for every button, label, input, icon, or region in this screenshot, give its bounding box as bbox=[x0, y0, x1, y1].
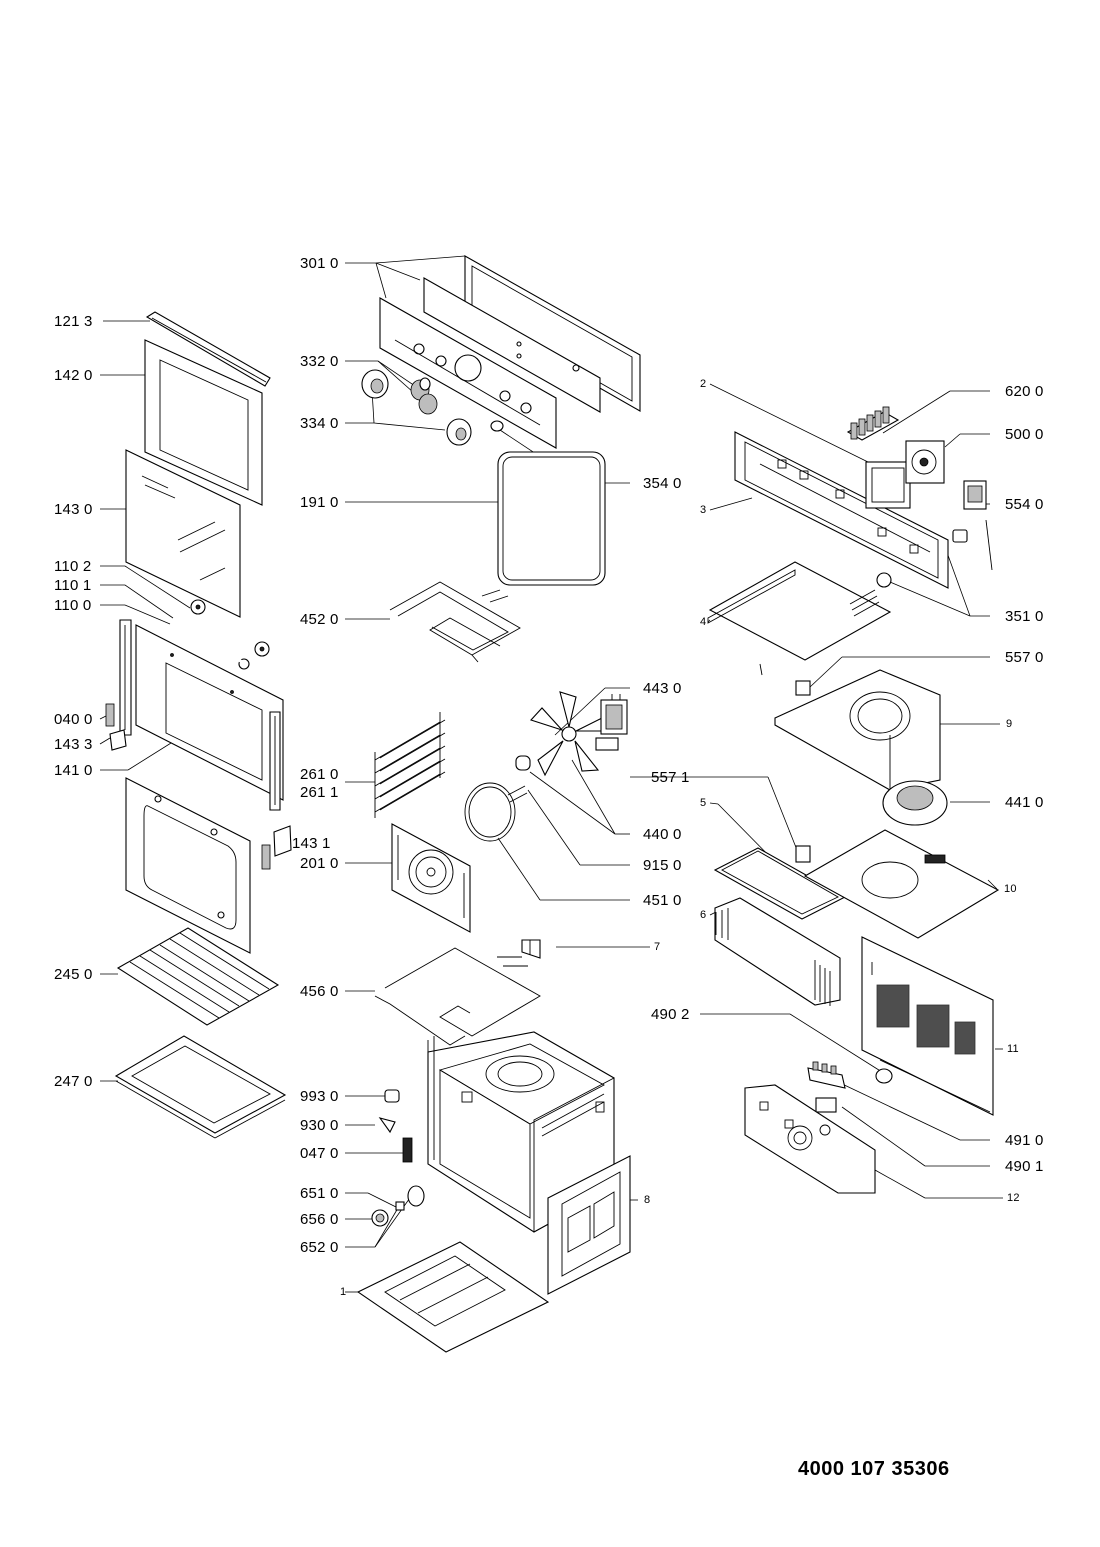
callout-2450: 245 0 bbox=[54, 966, 93, 983]
callout-1101: 110 1 bbox=[54, 577, 92, 594]
callout-4901: 490 1 bbox=[1005, 1158, 1044, 1175]
document-number: 4000 107 35306 bbox=[798, 1458, 950, 1480]
callout-6560: 656 0 bbox=[300, 1211, 339, 1228]
door-assembly bbox=[105, 311, 292, 1139]
callout-0470: 047 0 bbox=[300, 1145, 339, 1162]
callout-9300: 930 0 bbox=[300, 1117, 339, 1134]
callout-1410: 141 0 bbox=[54, 762, 93, 779]
electronics-assembly bbox=[707, 406, 1000, 1194]
callout-3340: 334 0 bbox=[300, 415, 339, 432]
callout-1431: 143 1 bbox=[292, 835, 331, 852]
fan-grill bbox=[876, 984, 976, 1055]
assembly-number-5: 5 bbox=[700, 797, 707, 809]
callout-3320: 332 0 bbox=[300, 353, 339, 370]
callout-4400: 440 0 bbox=[643, 826, 682, 843]
assembly-number-3: 3 bbox=[700, 504, 707, 516]
callout-1910: 191 0 bbox=[300, 494, 339, 511]
callout-4510: 451 0 bbox=[643, 892, 682, 909]
callout-4430: 443 0 bbox=[643, 680, 682, 697]
callout-9930: 993 0 bbox=[300, 1088, 339, 1105]
control-panel-assembly bbox=[361, 255, 641, 586]
callout-1102: 110 2 bbox=[54, 558, 92, 575]
callout-1433: 143 3 bbox=[54, 736, 93, 753]
callout-4902: 490 2 bbox=[651, 1006, 690, 1023]
assembly-number-8: 8 bbox=[644, 1194, 651, 1206]
assembly-number-10: 10 bbox=[1004, 883, 1017, 895]
callout-4560: 456 0 bbox=[300, 983, 339, 1000]
fan-blade bbox=[530, 691, 611, 777]
callout-4410: 441 0 bbox=[1005, 794, 1044, 811]
callout-1420: 142 0 bbox=[54, 367, 93, 384]
assembly-number-1: 1 bbox=[340, 1286, 347, 1298]
assembly-number-7: 7 bbox=[654, 941, 661, 953]
callout-2470: 247 0 bbox=[54, 1073, 93, 1090]
callout-9150: 915 0 bbox=[643, 857, 682, 874]
callout-2611: 261 1 bbox=[300, 784, 339, 801]
assembly-number-4: 4 bbox=[700, 616, 707, 628]
callout-2010: 201 0 bbox=[300, 855, 339, 872]
shelf-support bbox=[374, 712, 446, 818]
callout-3510: 351 0 bbox=[1005, 608, 1044, 625]
assembly-number-2: 2 bbox=[700, 378, 707, 390]
terminal-block bbox=[846, 406, 900, 441]
assembly-number-12: 12 bbox=[1007, 1192, 1020, 1204]
callout-5570: 557 0 bbox=[1005, 649, 1044, 666]
callout-6520: 652 0 bbox=[300, 1239, 339, 1256]
callout-1100: 110 0 bbox=[54, 597, 92, 614]
oven-cavity bbox=[356, 1031, 631, 1353]
callout-3010: 301 0 bbox=[300, 255, 339, 272]
callout-4910: 491 0 bbox=[1005, 1132, 1044, 1149]
callout-5571: 557 1 bbox=[651, 769, 690, 786]
assembly-number-9: 9 bbox=[1006, 718, 1013, 730]
callout-1430: 143 0 bbox=[54, 501, 93, 518]
callout-1213: 121 3 bbox=[54, 313, 93, 330]
assembly-number-11: 11 bbox=[1007, 1043, 1019, 1055]
callout-5000: 500 0 bbox=[1005, 426, 1044, 443]
callout-4520: 452 0 bbox=[300, 611, 339, 628]
callout-5540: 554 0 bbox=[1005, 496, 1044, 513]
callout-2610: 261 0 bbox=[300, 766, 339, 783]
knob-332 bbox=[410, 377, 438, 415]
callout-3540: 354 0 bbox=[643, 475, 682, 492]
heating-elements bbox=[374, 581, 628, 1046]
assembly-number-6: 6 bbox=[700, 909, 707, 921]
callout-6200: 620 0 bbox=[1005, 383, 1044, 400]
callout-0400: 040 0 bbox=[54, 711, 93, 728]
callout-6510: 651 0 bbox=[300, 1185, 339, 1202]
knob-334 bbox=[361, 369, 472, 446]
fan-motor bbox=[595, 694, 628, 751]
